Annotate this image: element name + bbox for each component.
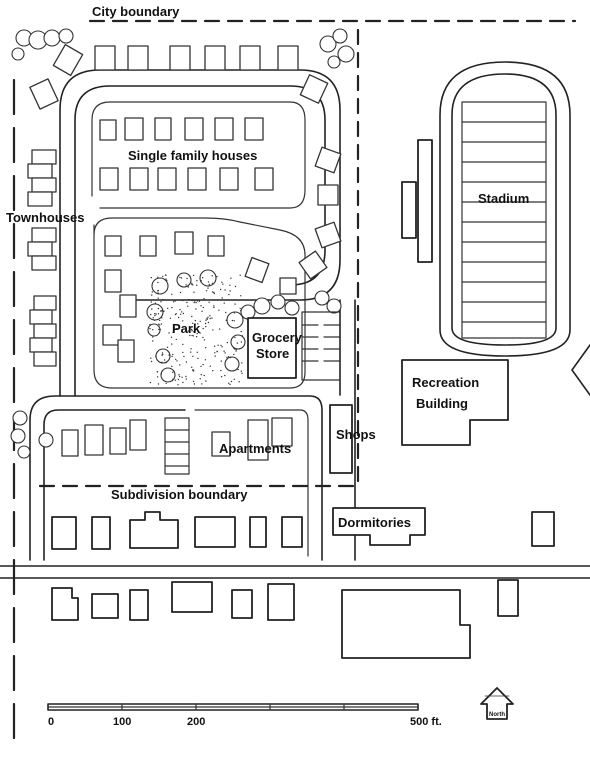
townhouses-label: Townhouses: [6, 210, 84, 225]
scale-tick-500: 500 ft.: [410, 716, 442, 728]
trees: [10, 28, 355, 459]
north-arrow-label: North: [489, 712, 505, 718]
townhouses: [27, 149, 57, 367]
scale-tick-100: 100: [113, 716, 131, 728]
scale-tick-0: 0: [48, 716, 54, 728]
recreation-building: [401, 359, 509, 446]
scale-bar: 0 100 200 500 ft.: [47, 703, 442, 728]
grocery-store: [247, 311, 341, 381]
park-label: Park: [172, 321, 201, 336]
apartments-label: Apartments: [219, 441, 291, 456]
subdivision-lower-buildings: [51, 511, 303, 550]
single-family-houses: [29, 43, 342, 363]
north-arrow-icon: North: [480, 687, 514, 720]
stadium-label: Stadium: [478, 191, 529, 206]
stadium: [401, 61, 571, 357]
dormitories: [332, 507, 426, 546]
apartments: [61, 417, 293, 475]
park-area: [149, 274, 244, 386]
recreation-label-line1: Recreation: [412, 375, 479, 390]
stadium-seating-lines: [461, 121, 547, 323]
main-road: [0, 565, 590, 579]
single-family-label: Single family houses: [128, 148, 257, 163]
shops-label: Shops: [336, 427, 376, 442]
scale-tick-200: 200: [187, 716, 205, 728]
right-edge-buildings: [531, 344, 590, 547]
subdivision-boundary-line: [38, 28, 360, 488]
city-boundary-line: [12, 19, 577, 742]
recreation-label-line2: Building: [416, 396, 468, 411]
subdivision-boundary-label: Subdivision boundary: [111, 487, 248, 502]
grocery-label-line1: Grocery: [252, 330, 303, 345]
grocery-label-line2: Store: [256, 346, 289, 361]
dormitories-label: Dormitories: [338, 515, 411, 530]
shops: [329, 404, 353, 474]
city-boundary-label: City boundary: [92, 4, 180, 19]
buildings-south: [51, 579, 519, 659]
